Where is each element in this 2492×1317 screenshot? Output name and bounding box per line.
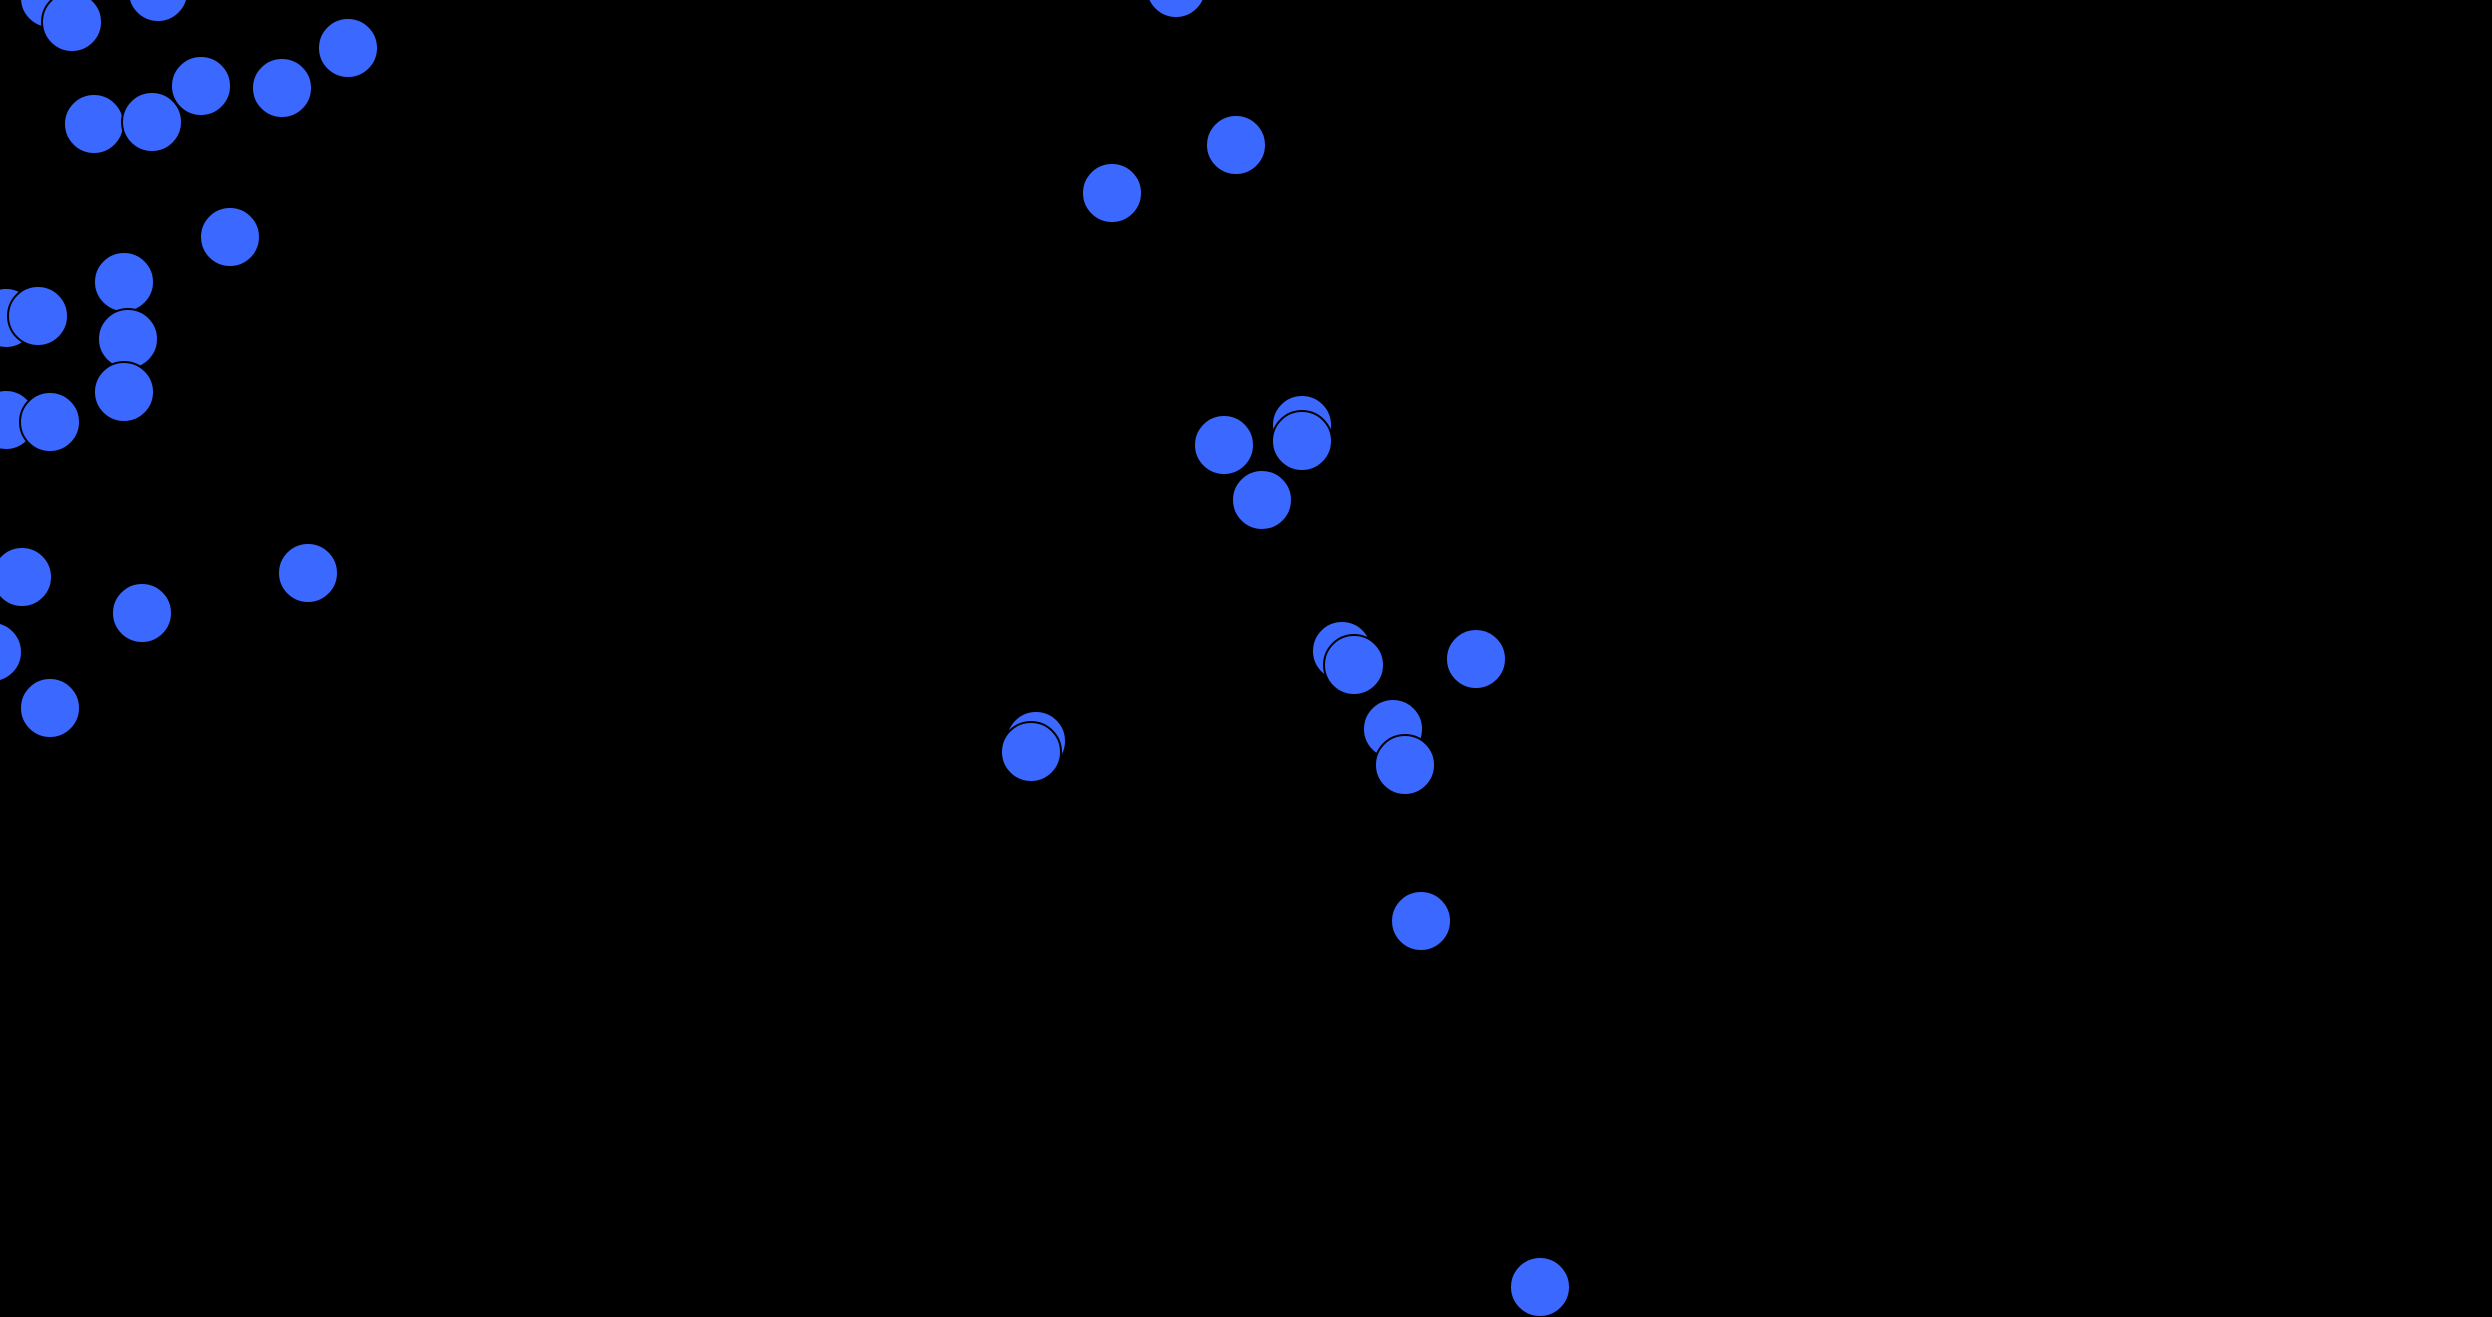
particle-dot (170, 55, 232, 117)
particle-dot (19, 391, 81, 453)
particle-dot (1509, 1256, 1571, 1317)
particle-dot (127, 0, 189, 23)
particle-dot (93, 251, 155, 313)
particle-dot (1390, 890, 1452, 952)
particle-dot (1000, 721, 1062, 783)
particle-dot (111, 582, 173, 644)
particle-dot (251, 57, 313, 119)
particle-dot (277, 542, 339, 604)
particle-dot (1445, 628, 1507, 690)
particle-dot (93, 361, 155, 423)
particle-dot (0, 546, 53, 608)
particle-dot (63, 93, 125, 155)
particle-dot (1193, 414, 1255, 476)
particle-dot (7, 285, 69, 347)
particle-dot (1145, 0, 1207, 19)
particle-dot (199, 206, 261, 268)
particle-dot (121, 91, 183, 153)
particle-dot (1323, 634, 1385, 696)
particle-dot (19, 677, 81, 739)
particle-dot (1231, 469, 1293, 531)
particle-dot (1205, 114, 1267, 176)
particle-dot (41, 0, 103, 53)
particle-dot (1374, 734, 1436, 796)
particle-dot (1081, 162, 1143, 224)
particle-dot (317, 17, 379, 79)
particle-dot (0, 621, 23, 683)
particle-dot (1271, 410, 1333, 472)
